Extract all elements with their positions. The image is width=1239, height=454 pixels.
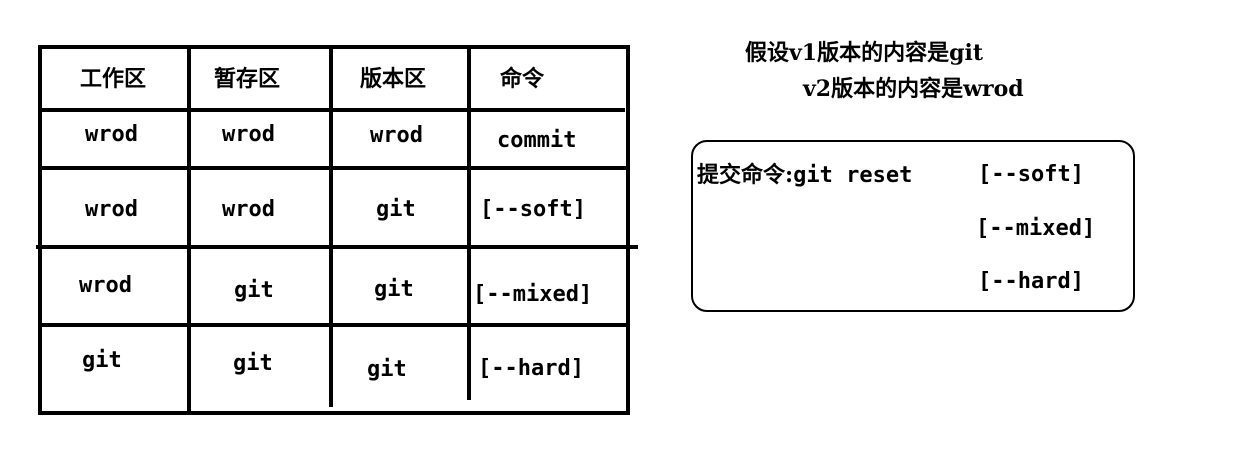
row3-staging: git xyxy=(234,278,274,303)
command-text: git reset xyxy=(793,163,913,188)
row4-command: [--hard] xyxy=(478,356,584,381)
row4-repository: git xyxy=(367,357,407,382)
command-box xyxy=(691,140,1135,312)
row2-command: [--soft] xyxy=(480,197,586,222)
header-command: 命令 xyxy=(500,66,545,92)
row4-working: git xyxy=(82,348,122,373)
note-v2-line: v2版本的内容是wrod xyxy=(803,76,1024,102)
header-working-area: 工作区 xyxy=(80,66,147,92)
option-mixed: [--mixed] xyxy=(976,216,1096,241)
row2-staging: wrod xyxy=(222,197,275,222)
row3-command: [--mixed] xyxy=(473,282,593,307)
row1-repository: wrod xyxy=(370,123,423,148)
row1-command: commit xyxy=(497,128,577,153)
row3-working: wrod xyxy=(79,273,132,298)
row4-staging: git xyxy=(233,351,273,376)
note-v1-line: 假设v1版本的内容是git xyxy=(745,40,983,66)
option-hard: [--hard] xyxy=(978,269,1084,294)
row2-repository: git xyxy=(376,197,416,222)
command-line: 提交命令:git reset xyxy=(697,162,912,189)
command-label: 提交命令: xyxy=(697,162,794,188)
row1-staging: wrod xyxy=(222,122,275,147)
row2-working: wrod xyxy=(85,197,138,222)
header-staging-area: 暂存区 xyxy=(214,66,281,92)
header-repository-area: 版本区 xyxy=(360,66,427,92)
row3-repository: git xyxy=(374,277,414,302)
option-soft: [--soft] xyxy=(978,162,1084,187)
row1-working: wrod xyxy=(85,122,138,147)
